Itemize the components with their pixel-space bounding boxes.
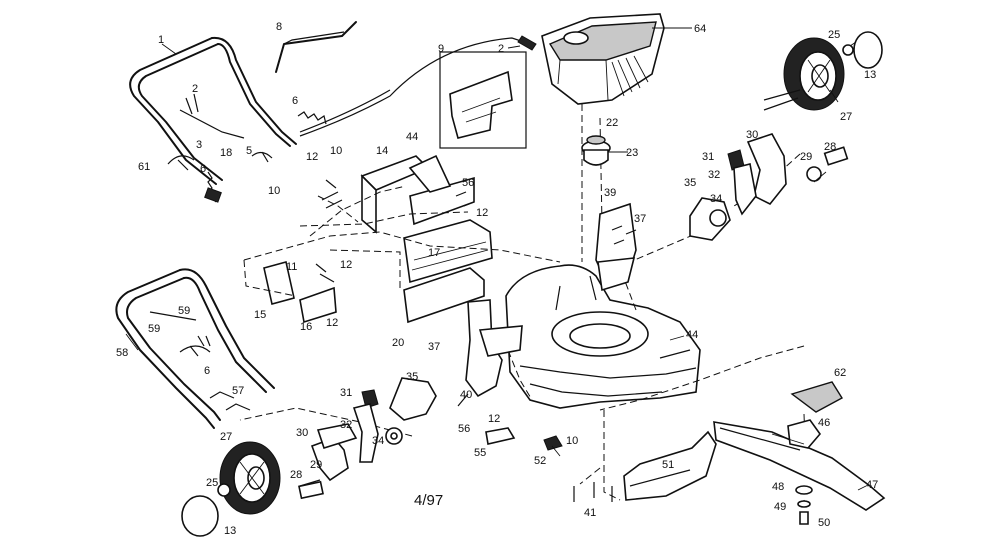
callout-12d: 12	[340, 259, 352, 271]
callout-2a: 2	[192, 83, 198, 95]
callout-1: 1	[158, 34, 164, 46]
mower-deck	[505, 264, 701, 409]
callout-51: 51	[662, 459, 674, 471]
leader-lines	[125, 27, 867, 491]
callout-37a: 37	[634, 213, 646, 225]
callout-59b: 59	[178, 305, 190, 317]
control-bar	[275, 21, 357, 73]
height-adjuster-rear	[352, 299, 523, 463]
callout-11: 11	[286, 261, 297, 273]
callout-30a: 30	[746, 129, 758, 141]
callout-56a: 56	[462, 177, 474, 189]
callout-46: 46	[818, 417, 830, 429]
callout-6c: 6	[204, 365, 210, 377]
callout-64: 64	[694, 23, 706, 35]
callout-39: 39	[604, 187, 616, 199]
throttle-cable	[299, 35, 537, 137]
callout-25b: 25	[206, 477, 218, 489]
callout-17: 17	[428, 247, 440, 259]
callout-12b: 12	[476, 207, 488, 219]
callout-14: 14	[376, 145, 388, 157]
callout-58: 58	[116, 347, 128, 359]
callout-3: 3	[196, 139, 202, 151]
callout-34a: 34	[710, 193, 722, 205]
callout-29a: 29	[800, 151, 812, 163]
callout-25a: 25	[828, 29, 840, 41]
callout-numbers: 1 2 2 3 5 6 6 6 8 9 10 10 10 11 12 12 12…	[116, 21, 878, 537]
callout-48: 48	[772, 481, 784, 493]
cable-inset-box	[439, 51, 527, 149]
callout-12e: 12	[488, 413, 500, 425]
rear-skirt	[263, 154, 493, 324]
callout-15: 15	[254, 309, 266, 321]
callout-55: 55	[474, 447, 486, 459]
callout-2b: 2	[498, 43, 504, 55]
callout-31a: 31	[702, 151, 714, 163]
callout-61: 61	[138, 161, 150, 173]
callout-28a: 28	[824, 141, 836, 153]
callout-23: 23	[626, 147, 638, 159]
callout-10b: 10	[268, 185, 280, 197]
callout-30b: 30	[296, 427, 308, 439]
callout-6a: 6	[292, 95, 298, 107]
callout-52: 52	[534, 455, 546, 467]
lower-handle	[115, 268, 275, 429]
callout-9: 9	[438, 43, 444, 55]
callout-44b: 44	[686, 329, 698, 341]
callout-44a: 44	[406, 131, 418, 143]
callout-12c: 12	[326, 317, 338, 329]
callout-32b: 32	[340, 419, 352, 431]
callout-8: 8	[276, 21, 282, 33]
callout-13a: 13	[864, 69, 876, 81]
callout-27b: 27	[220, 431, 232, 443]
callout-20: 20	[392, 337, 404, 349]
callout-32a: 32	[708, 169, 720, 181]
blade-assembly	[713, 381, 886, 525]
callout-40: 40	[460, 389, 472, 401]
upper-handle	[129, 36, 297, 185]
callout-34b: 34	[372, 435, 384, 447]
rear-right-wheel	[689, 31, 883, 241]
callout-49: 49	[774, 501, 786, 513]
callout-5: 5	[246, 145, 252, 157]
height-adjuster-front	[595, 202, 637, 292]
callout-35b: 35	[406, 371, 418, 383]
drive-pulley	[581, 135, 611, 166]
callout-18: 18	[220, 147, 232, 159]
callout-10c: 10	[566, 435, 578, 447]
callout-10a: 10	[330, 145, 342, 157]
callout-6b: 6	[200, 163, 206, 175]
callout-35a: 35	[684, 177, 696, 189]
callout-16: 16	[300, 321, 312, 333]
footer-code: 4/97	[414, 492, 443, 509]
cable-springs	[204, 111, 327, 203]
callout-28b: 28	[290, 469, 302, 481]
callout-13b: 13	[224, 525, 236, 537]
callout-41: 41	[584, 507, 596, 519]
engine	[541, 13, 665, 105]
callout-57: 57	[232, 385, 244, 397]
callout-22: 22	[606, 117, 618, 129]
mulch-baffle	[623, 430, 717, 501]
callout-50: 50	[818, 517, 830, 529]
callout-12a: 12	[306, 151, 318, 163]
callout-59a: 59	[148, 323, 160, 335]
front-left-wheel	[181, 423, 358, 537]
callout-47: 47	[866, 479, 878, 491]
callout-29b: 29	[310, 459, 322, 471]
callout-37b: 37	[428, 341, 440, 353]
callout-31b: 31	[340, 387, 352, 399]
callout-62: 62	[834, 367, 846, 379]
small-hardware	[167, 93, 637, 502]
callout-27a: 27	[840, 111, 852, 123]
callout-56b: 56	[458, 423, 470, 435]
